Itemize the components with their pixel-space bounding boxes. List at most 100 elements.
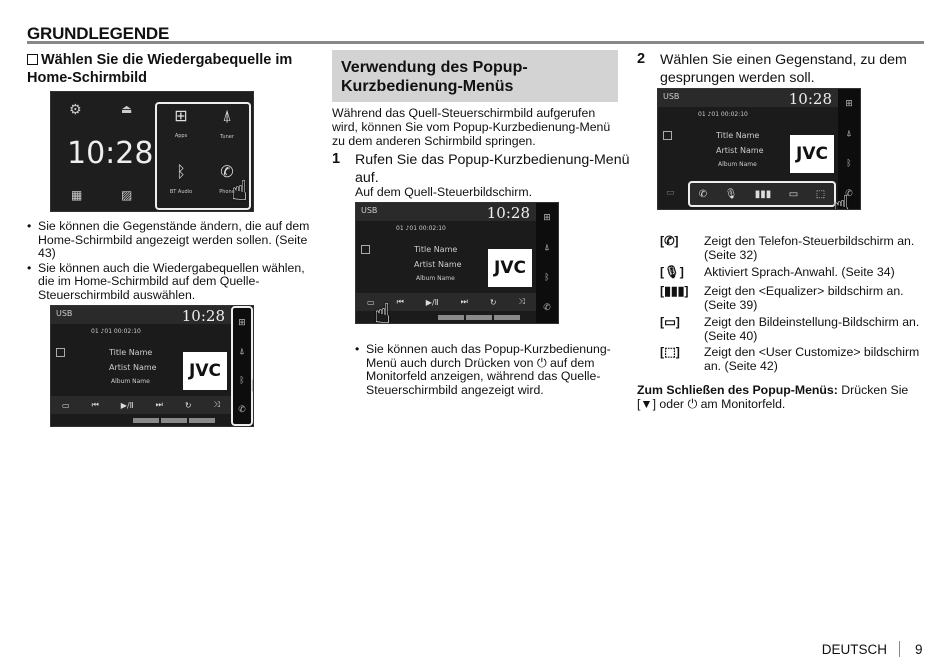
footer-language: DEUTSCH [821, 642, 887, 657]
track-info: 01 ♪01 00:02:10 [91, 328, 141, 335]
control-bar: ▭⏮▶/Ⅱ⏭↻⤨ [51, 396, 231, 414]
repeat-icon: ↻ [184, 400, 192, 410]
step-2-number: 2 [637, 51, 646, 67]
shortcut-sidebar: ⊞⍋ᛒ✆ [231, 306, 253, 426]
phone-icon: ✆ [220, 162, 234, 181]
menu-icon: ▭ [62, 400, 70, 410]
legend-text: Aktiviert Sprach-Anwahl. (Seite 34) [704, 265, 895, 279]
repeat-icon: ↻ [489, 297, 497, 307]
artist-name: Artist Name [414, 260, 462, 269]
album-name: Album Name [111, 378, 150, 385]
legend-text: Zeigt den <Equalizer> bildschirm an. (Se… [704, 284, 904, 312]
screen-off-icon: ▨ [121, 188, 133, 202]
apps-icon: ⊞ [543, 213, 551, 223]
step-1-text: Rufen Sie das Popup-Kurzbedienung-Menü a… [355, 152, 630, 186]
close-instructions: Zum Schließen des Popup-Menüs: Drücken S… [637, 383, 927, 411]
title-rule [27, 41, 924, 44]
section-title: GRUNDLEGENDE [27, 24, 170, 43]
phone-icon: [✆] [660, 234, 679, 248]
bluetooth-icon: ᛒ [239, 375, 245, 386]
bullet-item: Sie können auch das Popup-Kurzbedienung-… [355, 342, 615, 397]
clock: 10:28 [788, 90, 832, 108]
pointing-hand-icon: ☝ [374, 297, 392, 324]
page-number: 9 [915, 642, 923, 657]
tile-apps[interactable]: ⊞ Apps [163, 106, 199, 148]
phone-icon: ✆ [238, 404, 246, 415]
home-screen-image: ⚙ ⏏ 10:28 ▦ ▨ ⊞ Apps ⍋ Tuner ᛒ BT Audio … [50, 91, 254, 212]
tile-label: Tuner [220, 134, 234, 140]
tile-label: Phone [219, 189, 235, 195]
list-icon [663, 131, 672, 140]
phone-shortcut-icon[interactable]: ✆ [698, 188, 708, 200]
pointing-hand-icon: ☝ [251, 366, 253, 399]
legend-text: Zeigt den <User Customize> bildschirm an… [704, 345, 920, 373]
voice-dial-icon[interactable]: 🎙 [724, 188, 738, 200]
eject-icon: ⏏ [121, 102, 133, 116]
tile-label: Apps [174, 133, 188, 139]
antenna-icon: ⍋ [544, 243, 550, 253]
step-2-text: Wählen Sie einen Gegenstand, zu dem gesp… [660, 52, 907, 86]
clock: 10:28 [181, 307, 225, 325]
bluetooth-icon: ᛒ [846, 159, 852, 169]
checkbox-icon [27, 54, 38, 65]
pager [438, 315, 464, 320]
middle-bullets: Sie können auch das Popup-Kurzbedienung-… [355, 342, 615, 398]
tile-panel [155, 102, 251, 210]
bullet-item: Sie können auch die Wiedergabequellen wä… [27, 261, 312, 303]
artist-name: Artist Name [716, 146, 764, 155]
menu-icon: ▭ [367, 297, 375, 307]
source-screen-image-2: USB 10:28 01 ♪01 00:02:10 Title Name Art… [355, 202, 559, 324]
box-heading: Verwendung des Popup-Kurzbedienung-Menüs [332, 50, 618, 102]
intro-paragraph: Während das Quell-Steuerschirmbild aufge… [332, 106, 611, 148]
microphone-icon: [🎙] [660, 265, 684, 279]
status-bar: USB 10:28 [356, 203, 536, 222]
tile-phone[interactable]: ✆ Phone [209, 162, 245, 204]
bullet-item: Sie können die Gegenstände ändern, die a… [27, 219, 312, 261]
play-pause-icon: ▶/Ⅱ [120, 400, 134, 410]
antenna-icon: ⍋ [846, 129, 852, 139]
menu-icon: ▭ [666, 188, 675, 198]
pointing-hand-icon: ☝ [231, 174, 249, 207]
picture-adjust-icon[interactable]: ▭ [788, 188, 799, 200]
status-bar: USB 10:28 [658, 89, 838, 108]
bluetooth-icon: ᛒ [176, 162, 186, 181]
prev-icon: ⏮ [396, 297, 404, 306]
title-name: Title Name [716, 131, 760, 140]
tile-bt-audio[interactable]: ᛒ BT Audio [163, 162, 199, 204]
footer-separator [899, 641, 900, 657]
pointing-hand-icon: ☝ [833, 189, 851, 210]
step-1-subtext: Auf dem Quell-Steuerbildschirm. [355, 185, 533, 199]
phone-icon: ✆ [543, 303, 551, 313]
user-customize-icon[interactable]: ⬚ [815, 188, 826, 200]
apps-icon: ⊞ [174, 106, 188, 125]
user-customize-icon: [⬚] [660, 345, 680, 359]
subheading: Wählen Sie die Wiedergabequelle im Home-… [27, 51, 317, 87]
bluetooth-icon: ᛒ [544, 273, 550, 283]
prev-icon: ⏮ [91, 400, 99, 409]
pager [161, 418, 187, 423]
legend-text: Zeigt den Telefon-Steuerbildschirm an. (… [704, 234, 915, 262]
title-name: Title Name [109, 348, 153, 357]
tile-tuner[interactable]: ⍋ Tuner [209, 106, 245, 148]
jvc-logo: JVC [488, 249, 532, 287]
source-screen-image-1: USB 10:28 01 ♪01 00:02:10 Title Name Art… [50, 305, 254, 427]
popup-shortcut-menu: ✆ 🎙 ▮▮▮ ▭ ⬚ [688, 181, 836, 207]
apps-icon: ⊞ [238, 317, 246, 328]
apps-icon: ⊞ [845, 99, 853, 109]
picture-adjust-icon: [▭] [660, 315, 680, 329]
left-bullets: Sie können die Gegenstände ändern, die a… [27, 219, 312, 303]
shuffle-icon: ⤨ [518, 297, 525, 306]
jvc-logo: JVC [183, 352, 227, 390]
close-label: Zum Schließen des Popup-Menüs: [637, 383, 838, 397]
gear-icon: ⚙ [69, 102, 82, 118]
antenna-icon: ⍋ [222, 106, 232, 125]
list-icon [361, 245, 370, 254]
pager [466, 315, 492, 320]
source-screen-image-3: USB 10:28 01 ♪01 00:02:10 Title Name Art… [657, 88, 861, 210]
equalizer-icon[interactable]: ▮▮▮ [754, 188, 772, 200]
status-bar: USB 10:28 [51, 306, 231, 325]
shortcut-sidebar: ⊞⍋ᛒ✆ [838, 89, 860, 209]
track-info: 01 ♪01 00:02:10 [396, 225, 446, 232]
subheading-text: Wählen Sie die Wiedergabequelle im Home-… [27, 52, 293, 86]
title-name: Title Name [414, 245, 458, 254]
